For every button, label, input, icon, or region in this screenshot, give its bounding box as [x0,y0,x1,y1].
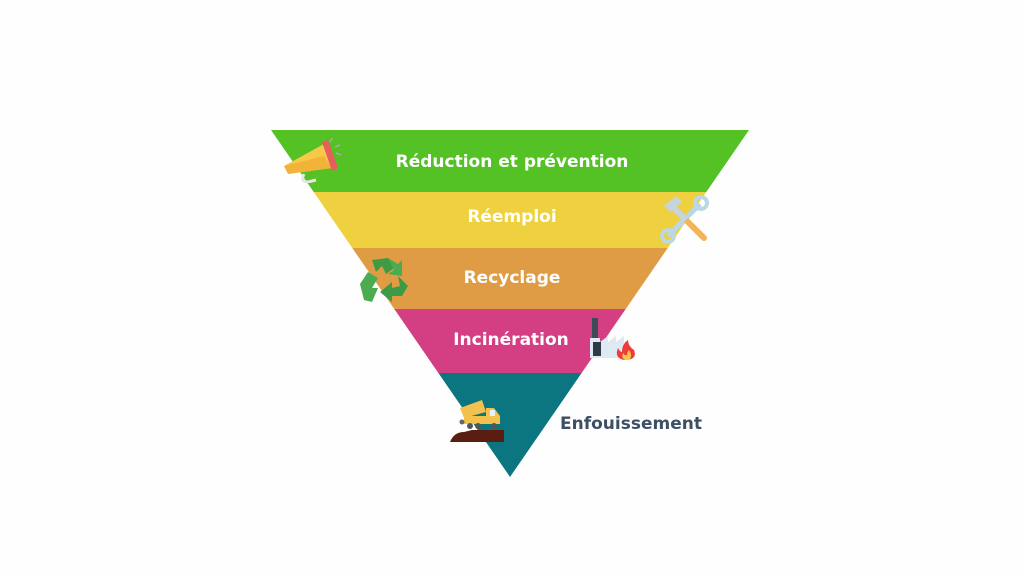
band-recyclage [352,248,668,309]
tools-icon [660,195,709,244]
factory-fire-icon [590,318,635,360]
level-label-enfouissement: Enfouissement [560,414,702,434]
recycle-icon [360,258,408,302]
dump-truck-landfill-icon [450,400,504,442]
band-incineration [394,309,626,373]
band-reemploi [313,192,707,248]
band-reduction [271,130,749,192]
level-label-reduction: Réduction et prévention [395,152,629,172]
band-enfouissement [438,373,582,477]
level-label-recyclage: Recyclage [463,268,561,288]
level-label-reemploi: Réemploi [467,207,557,227]
level-label-incineration: Incinération [453,330,569,350]
megaphone-icon [284,138,342,183]
